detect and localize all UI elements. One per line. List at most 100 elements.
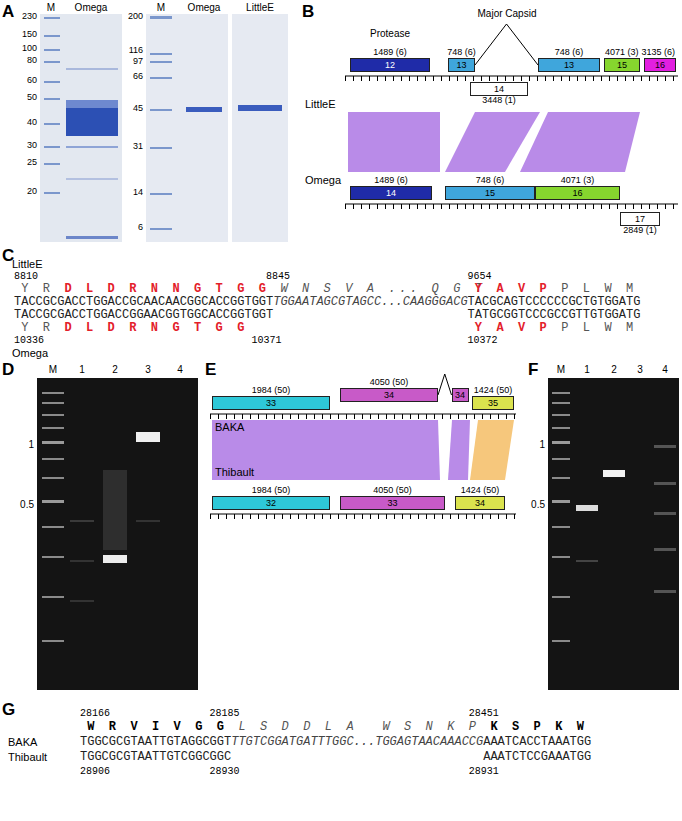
gene-number: 34 <box>384 391 394 400</box>
dna-gel-part <box>42 556 64 558</box>
amino-acid-sequence: W R V I V G G <box>87 721 227 735</box>
gene-size-label: 748 (6) <box>554 48 585 58</box>
gene-box: 1424 (50)35 <box>472 396 514 410</box>
gene-box: 748 (6)13 <box>448 58 475 72</box>
dna-gel-part <box>552 458 570 460</box>
size-marker: 40 <box>27 117 37 127</box>
gene-size-label: 1489 (6) <box>372 48 408 58</box>
panel-letter: D <box>2 360 14 380</box>
dna-gel-part <box>552 640 570 642</box>
gene-size-label: 3448 (1) <box>481 96 517 106</box>
synteny-shading <box>212 420 514 480</box>
gene-box: 1424 (50)34 <box>455 496 505 510</box>
position-number: 10336 <box>14 335 44 347</box>
dna-sequence: TTGTCGGATGATTTGGC...TGGAGTAACAAACCG <box>231 736 483 750</box>
protein-gel-part <box>44 49 60 51</box>
gene-number: 16 <box>655 61 665 70</box>
size-marker: 80 <box>27 55 37 65</box>
dna-gel-part <box>70 520 94 522</box>
lane-label: LittleE <box>246 2 274 14</box>
lane-label: 4 <box>662 364 668 376</box>
gene-number: 34 <box>455 391 465 400</box>
amino-acid-sequence: P L W M <box>561 283 637 297</box>
protein-gel-part <box>150 193 172 195</box>
gene-box: 4050 (50)34 <box>340 388 438 402</box>
panel-letter: E <box>205 360 216 380</box>
position-number: 8810 <box>14 271 38 283</box>
size-marker: 116 <box>129 45 143 55</box>
protein-gel-part <box>44 192 60 194</box>
protein-gel <box>40 14 122 242</box>
protein-gel-part <box>150 16 172 19</box>
dna-gel-part <box>654 482 676 485</box>
lane-label: 1 <box>539 439 545 451</box>
dna-gel-part <box>576 505 598 511</box>
gene-size-label: 1424 (50) <box>460 486 501 496</box>
size-marker: 200 <box>128 11 143 21</box>
amino-acid-sequence: W N S V A ... Q G T <box>280 283 485 297</box>
protein-gel-part <box>146 14 228 242</box>
gene-number: 12 <box>385 61 395 70</box>
dna-gel-part <box>42 500 64 503</box>
dna-gel-part <box>552 414 570 416</box>
gene-box: 1489 (6)14 <box>350 186 432 200</box>
protein-gel-part <box>44 61 60 63</box>
position-number: 28451 <box>469 708 499 720</box>
gene-size-label: 748 (6) <box>446 48 477 58</box>
dna-gel-part <box>136 432 160 442</box>
dna-gel-part <box>42 477 64 479</box>
synteny-shading <box>348 112 640 172</box>
split-gene-connector <box>475 24 538 65</box>
size-marker: 150 <box>22 29 37 39</box>
dna-gel-part <box>552 596 570 598</box>
protein-gel-part <box>44 123 60 125</box>
lane-label: Protease <box>370 28 410 40</box>
genome-ruler-part <box>345 204 678 205</box>
gene-box: 3135 (6)16 <box>644 58 676 72</box>
size-marker: 45 <box>133 103 143 113</box>
gene-number: 15 <box>485 189 495 198</box>
gene-box: 1984 (50)32 <box>212 496 330 510</box>
lane-label: 3 <box>637 364 643 376</box>
gene-size-label: 4050 (50) <box>372 486 413 496</box>
lane-label: M <box>47 2 55 14</box>
genome-name: BAKA <box>8 736 37 749</box>
panel-letter: B <box>302 2 314 22</box>
gene-size-label: 3135 (6) <box>640 48 676 58</box>
amino-acid-sequence: Y R <box>21 283 53 297</box>
lane-label: 2 <box>112 364 118 376</box>
gene-box: 1489 (6)12 <box>350 58 430 72</box>
dna-gel-part <box>654 590 676 593</box>
dna-gel-part <box>552 441 570 444</box>
gene-size-label: 2849 (1) <box>622 226 658 236</box>
dna-sequence: TATGCGGTCCCGCCGTTGTGGATG <box>468 309 641 323</box>
protein-gel-part <box>44 81 60 83</box>
gene-box: 1984 (50)33 <box>212 396 330 410</box>
protein-gel <box>146 14 288 242</box>
gene-box: 4071 (3)15 <box>604 58 640 72</box>
protein-gel-part <box>150 228 172 230</box>
position-number: 28930 <box>210 766 240 778</box>
gene-number: 14 <box>494 85 504 94</box>
dna-gel-part <box>552 556 570 558</box>
protein-gel-part <box>66 146 118 148</box>
protein-gel-part <box>40 14 122 242</box>
panel-letter: A <box>2 2 14 22</box>
dna-gel-part <box>548 378 679 690</box>
gene-size-label: 4071 (3) <box>604 48 640 58</box>
dna-gel-part <box>42 640 64 642</box>
gene-number: 33 <box>266 399 276 408</box>
protein-gel-part <box>238 105 282 111</box>
genome-name: LittleE <box>305 98 336 111</box>
dna-gel-part <box>654 512 676 515</box>
size-marker: 31 <box>133 141 143 151</box>
dna-gel-part <box>552 500 570 503</box>
gene-number: 34 <box>475 499 485 508</box>
amino-acid-sequence: Y R <box>21 322 53 336</box>
synteny-shading-part <box>348 112 440 172</box>
dna-sequence: AAATCTCCGAAATGG <box>483 751 591 765</box>
protein-gel-part <box>66 108 118 136</box>
split-gene-connector <box>438 374 452 395</box>
gene-box: 3448 (1)14 <box>470 82 528 96</box>
gene-box: 34 <box>452 388 469 402</box>
